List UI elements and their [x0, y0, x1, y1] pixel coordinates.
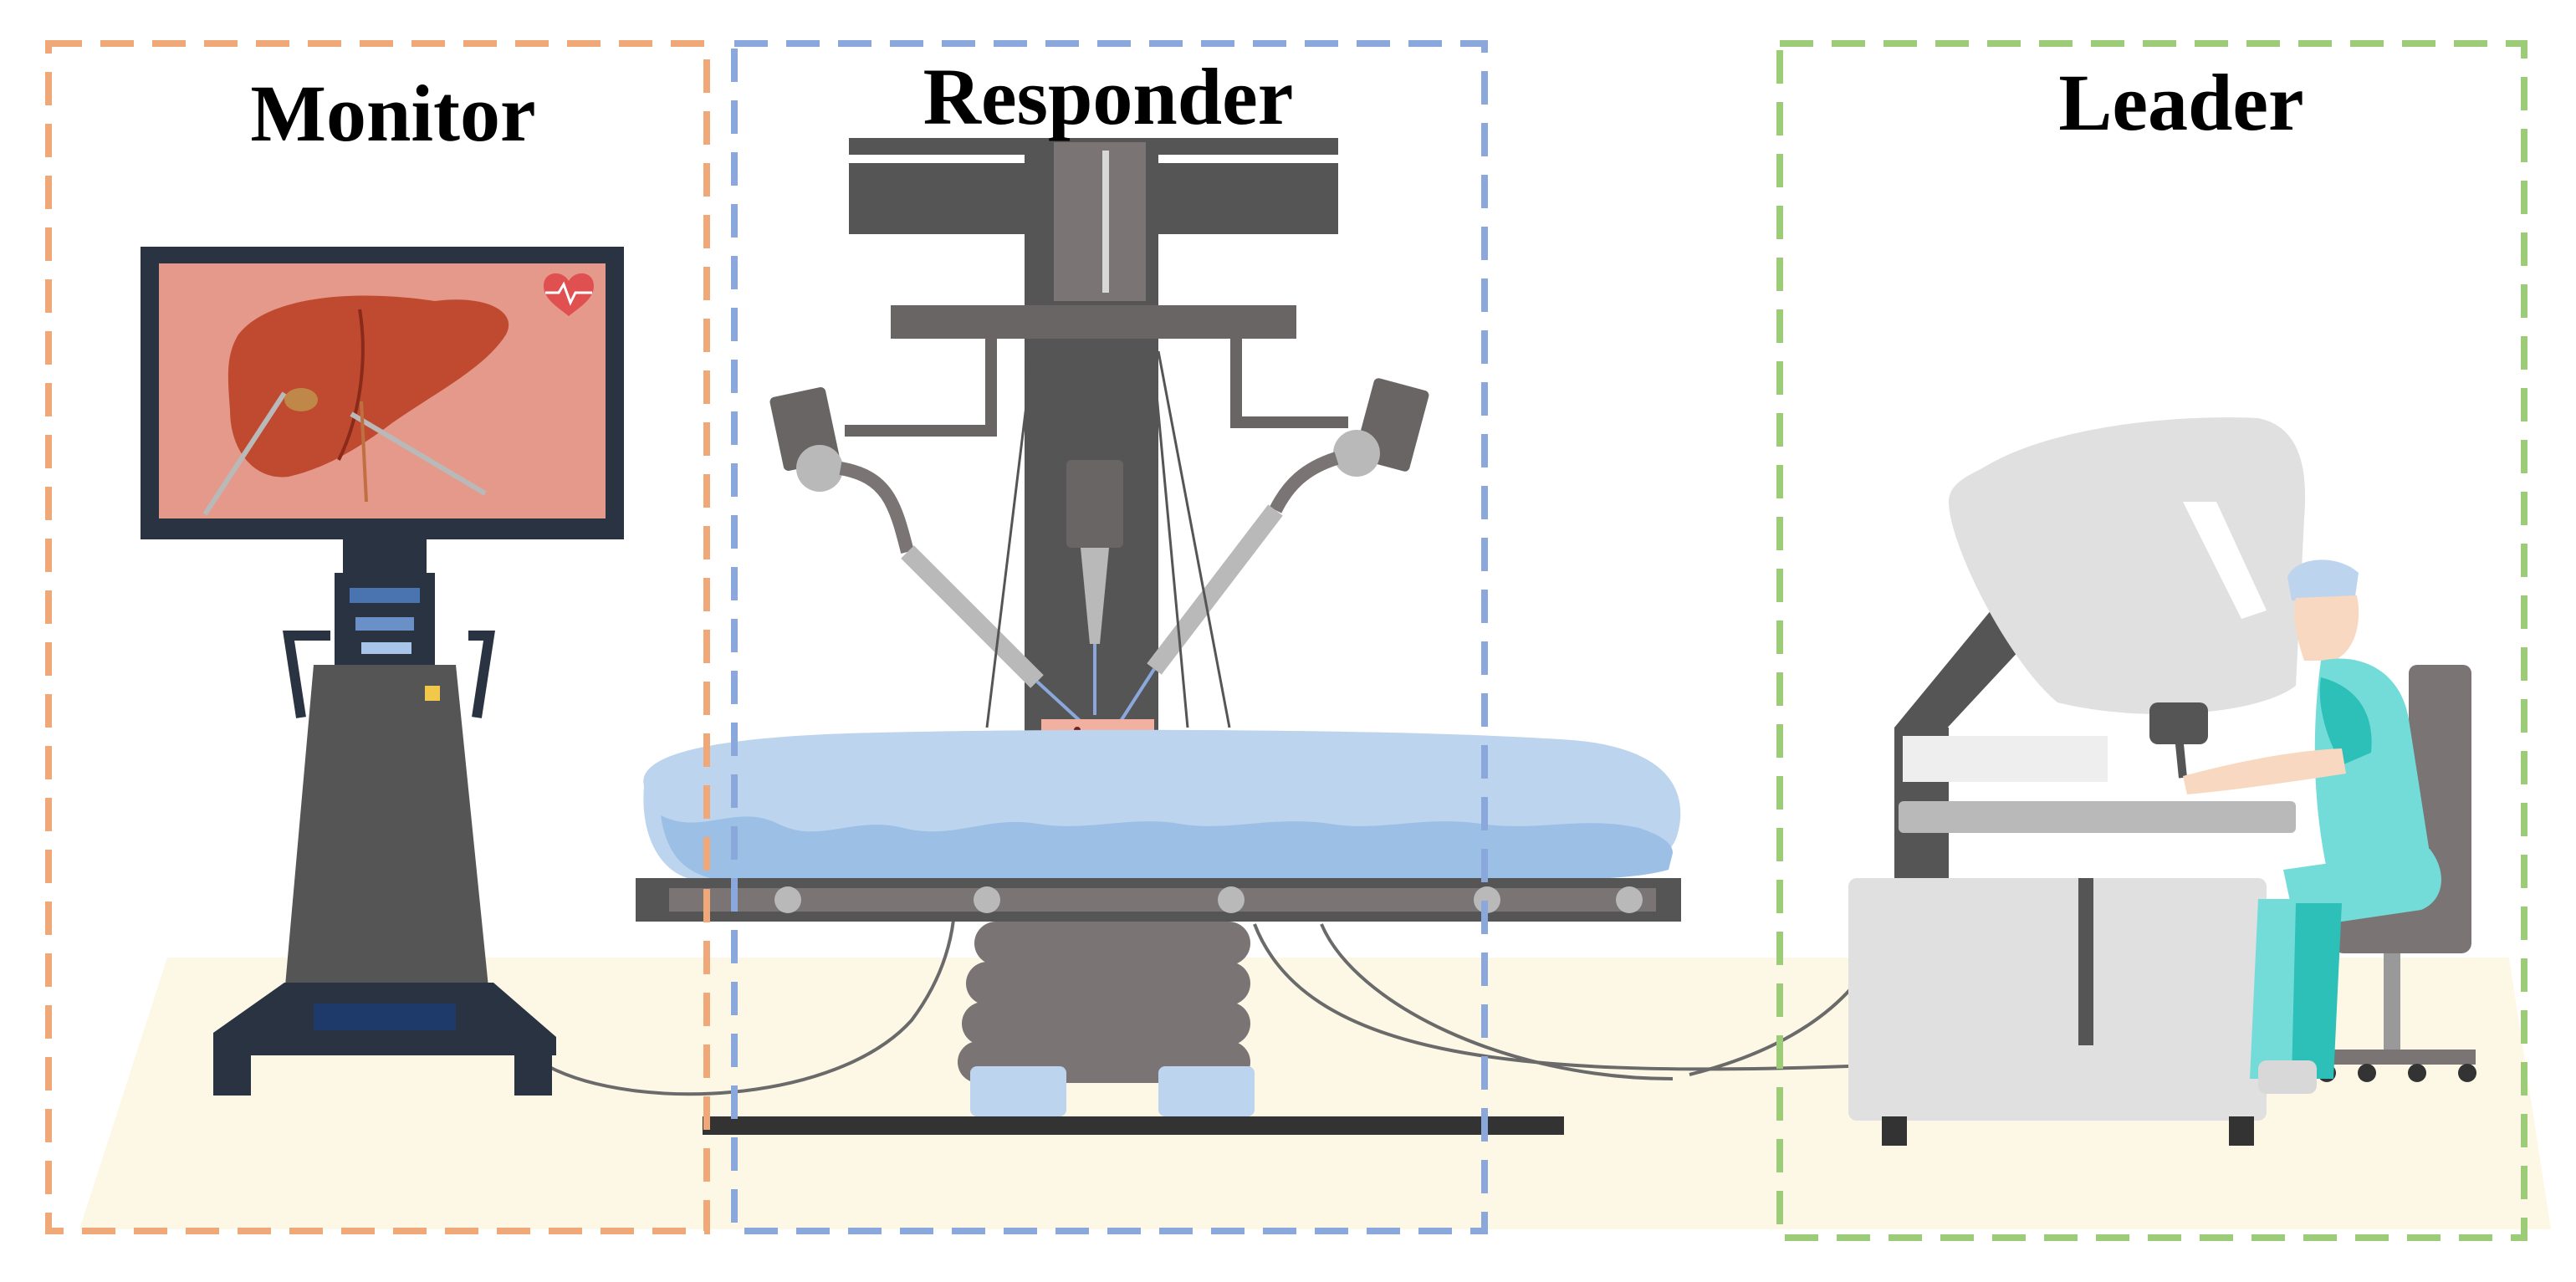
responder-robot: [636, 138, 1681, 1135]
monitor-handle: [283, 631, 495, 718]
robot-wires: [985, 350, 1231, 728]
gallbladder: [284, 388, 318, 411]
surgeon-face: [2294, 595, 2359, 661]
monitor-region-box: [45, 40, 710, 1234]
responder-region-box: [731, 40, 1488, 1234]
monitor-instrument-left: [202, 391, 287, 516]
surgeon-shin-front: [2292, 903, 2342, 1079]
robot-left-instrument: [901, 545, 1044, 688]
monitor-cart-body: [284, 665, 489, 995]
table-foot-right: [1158, 1066, 1255, 1116]
chair-post: [2384, 953, 2400, 1062]
robot-left-forearm: [839, 462, 914, 554]
leader-label: Leader: [2058, 58, 2303, 147]
control-button-2: [355, 617, 414, 631]
control-button-1: [350, 588, 420, 603]
monitor-cart: [141, 247, 624, 1096]
table-bolt-5: [1616, 886, 1643, 913]
monitor-instrument-right: [350, 411, 487, 496]
control-button-3: [361, 642, 411, 654]
console-base-divider: [2078, 878, 2093, 1045]
console-leg-left: [1882, 1116, 1907, 1146]
surgeon-sleeve: [2319, 677, 2372, 765]
console-leg-right: [2229, 1116, 2254, 1146]
surgeon-cap: [2287, 559, 2359, 602]
chair-wheel-3: [2408, 1064, 2426, 1082]
table-base-bar: [703, 1116, 1564, 1135]
robot-arm-mount-left: [845, 335, 997, 437]
console-grip-mount: [2149, 702, 2208, 744]
monitor-wheel-right: [514, 1050, 552, 1096]
responder-label: Responder: [923, 52, 1294, 141]
monitor-cart-base-panel: [314, 1004, 456, 1030]
heart-icon: [544, 273, 594, 316]
surgical-drape-wave: [661, 815, 1673, 880]
table-bolt-1: [774, 886, 801, 913]
robot-camera-shaft: [1081, 548, 1109, 644]
table-pedestal: [958, 922, 1250, 1083]
chair-base: [2321, 1050, 2476, 1065]
monitor-wheel-left: [213, 1050, 251, 1096]
surgeon-forearm: [2183, 748, 2346, 794]
robot-right-tip: [1115, 667, 1156, 729]
cable-leader-console: [1689, 985, 1854, 1076]
monitor-neck: [343, 539, 427, 573]
robot-right-knob: [1333, 430, 1380, 477]
console-grip: [2175, 735, 2187, 779]
cables: [547, 919, 1854, 1096]
leader-region-box: [1776, 40, 2527, 1241]
robot-right-instrument: [1147, 504, 1283, 675]
surgeon-shoe: [2258, 1060, 2317, 1094]
monitor-label: Monitor: [250, 69, 535, 158]
chair-wheel-2: [2358, 1064, 2376, 1082]
liver-shade: [337, 309, 365, 461]
console-viewer-slot: [2183, 502, 2267, 619]
robot-camera-body: [1066, 460, 1123, 548]
console-armrest: [1899, 801, 2296, 833]
console-viewer: [1949, 417, 2306, 714]
monitor-instrument-mid: [360, 401, 368, 503]
table-bolt-2: [974, 886, 1000, 913]
table-rail-inner: [669, 888, 1656, 912]
chair-seat: [2333, 912, 2471, 953]
chair-wheel-4: [2458, 1064, 2476, 1082]
console-base: [1848, 878, 2267, 1121]
robot-column-highlight: [1102, 151, 1109, 293]
console-hand-rest: [1903, 736, 2108, 782]
leader-console: [1848, 417, 2476, 1146]
table-foot-left: [970, 1066, 1066, 1116]
table-bolt-4: [1474, 886, 1500, 913]
robot-crossbar: [891, 305, 1296, 339]
robot-column-top: [1054, 142, 1146, 301]
robot-left-knob: [796, 445, 843, 492]
robot-right-forearm: [1269, 452, 1339, 513]
liver-illustration: [227, 295, 509, 478]
surgeon: [2183, 559, 2441, 1094]
robot-arm-mount-right: [1230, 335, 1348, 428]
cable-table-to-leader-2: [1320, 923, 1674, 1080]
monitor-indicator: [425, 686, 440, 701]
cable-monitor-to-table: [547, 919, 955, 1096]
table-bolt-3: [1218, 886, 1245, 913]
